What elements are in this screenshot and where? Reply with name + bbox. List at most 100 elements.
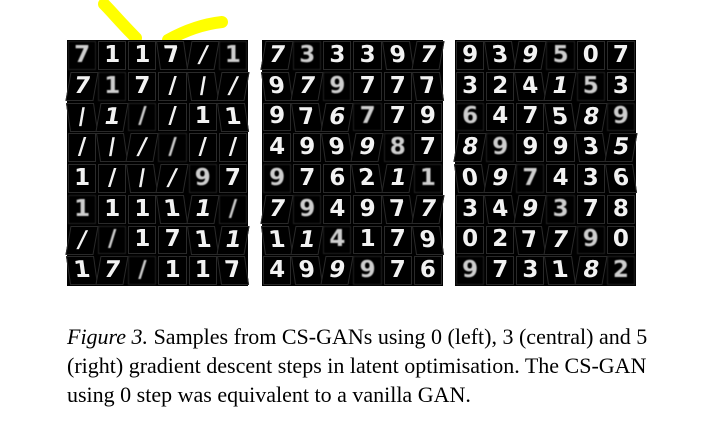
digit-sample: 6 [320,102,355,132]
digit-sample: / [218,133,247,162]
caption-text: Samples from CS-GANs using 0 (left), 3 (… [67,324,648,407]
digit-sample: 1 [186,225,219,255]
digit-sample: 9 [188,164,217,193]
digit-sample: 8 [453,133,487,162]
digit-sample: 4 [514,71,547,101]
digit-sample: 3 [353,41,382,70]
digit-sample: 1 [98,71,127,101]
digit-sample: 1 [98,41,127,70]
digit-sample: 1 [188,256,217,285]
digit-sample: 9 [486,133,515,162]
digit-sample: 3 [323,41,352,70]
digit-sample: 7 [516,102,545,132]
digit-sample: 9 [350,133,385,162]
digit-sample: 2 [351,164,384,193]
digit-sample: 3 [516,256,545,285]
digit-sample: 7 [216,256,250,285]
digit-sample: / [65,225,99,255]
digit-sample: 7 [381,194,414,224]
digit-sample: 4 [263,256,292,285]
digit-sample: 5 [544,102,577,132]
digit-sample: 4 [546,164,575,193]
digit-sample: 1 [290,225,324,255]
digit-sample: 9 [291,256,324,285]
digit-sample: 6 [413,256,442,285]
digit-sample: 0 [453,164,487,193]
digit-sample: / [188,133,217,162]
digit-sample: 3 [293,41,322,70]
digit-sample: 2 [486,71,515,101]
digit-sample: / [128,256,157,285]
digit-sample: 9 [516,133,545,162]
digit-sample: 7 [514,225,547,255]
digit-sample: 9 [411,225,445,255]
digit-sample: 1 [543,71,578,101]
digit-sample: / [65,102,99,132]
digit-sample: 9 [413,102,442,132]
digit-sample: 8 [383,133,412,162]
digit-sample: 7 [486,256,515,285]
digit-sample: / [158,71,187,101]
digit-sample: 4 [486,102,515,132]
digit-sample: 9 [606,102,635,132]
digit-sample: 1 [353,225,382,255]
digit-sample: 7 [291,102,324,132]
digit-sample: 7 [260,194,294,224]
digit-sample: 9 [260,71,294,101]
digit-sample: 7 [293,164,322,193]
digit-sample: 7 [411,71,445,101]
digit-sample: 9 [353,256,382,285]
digit-sample: 9 [381,41,414,70]
digit-sample: 9 [263,164,292,193]
digit-sample: 7 [543,225,578,255]
digit-sample: / [96,133,129,162]
digit-sample: 3 [606,71,635,101]
digit-sample: 9 [513,41,548,70]
digit-sample: 1 [65,256,99,285]
digit-sample: 1 [158,256,187,285]
digit-sample: 1 [128,194,157,224]
digit-sample: / [68,133,97,162]
digit-sample: 7 [413,133,442,162]
digit-sample: 7 [411,194,445,224]
digit-sample: 2 [606,256,635,285]
digit-sample: 1 [68,164,97,193]
digit-sample: 1 [216,225,250,255]
digit-sample: 7 [68,41,97,70]
digit-sample: 7 [606,41,635,70]
digit-sample: 9 [263,102,292,132]
digit-sample: 1 [216,102,250,132]
digit-sample: 1 [156,194,189,224]
digit-sample: 7 [383,225,412,255]
figure-label: Figure 3. [67,324,149,349]
digit-sample: 7 [128,71,157,101]
digit-sample: / [186,71,219,101]
digit-sample: / [218,194,247,224]
digit-sample: 9 [320,256,355,285]
digit-sample: 9 [321,133,354,162]
digit-sample: 0 [456,225,485,255]
digit-sample: 7 [353,71,382,101]
digit-sample: 7 [95,256,129,285]
digit-sample: 1 [218,41,247,70]
digit-sample: 8 [606,194,635,224]
digit-sample: 1 [128,41,157,70]
digit-sample: 9 [353,194,382,224]
digit-sample: / [98,164,127,193]
digit-sample: 7 [156,41,189,70]
digit-sample: 7 [411,41,445,70]
digit-sample: 3 [484,41,517,70]
digit-sample: 7 [383,102,412,132]
digit-sample: 9 [513,194,548,224]
digit-sample: 1 [186,194,220,224]
digit-sample: / [186,41,220,70]
digit-sample: 3 [576,164,605,193]
digit-sample: 9 [456,41,485,70]
digit-sample: 1 [260,225,294,255]
digit-sample: 7 [218,164,247,193]
digit-sample: / [216,71,250,101]
digit-sample: / [98,225,127,255]
